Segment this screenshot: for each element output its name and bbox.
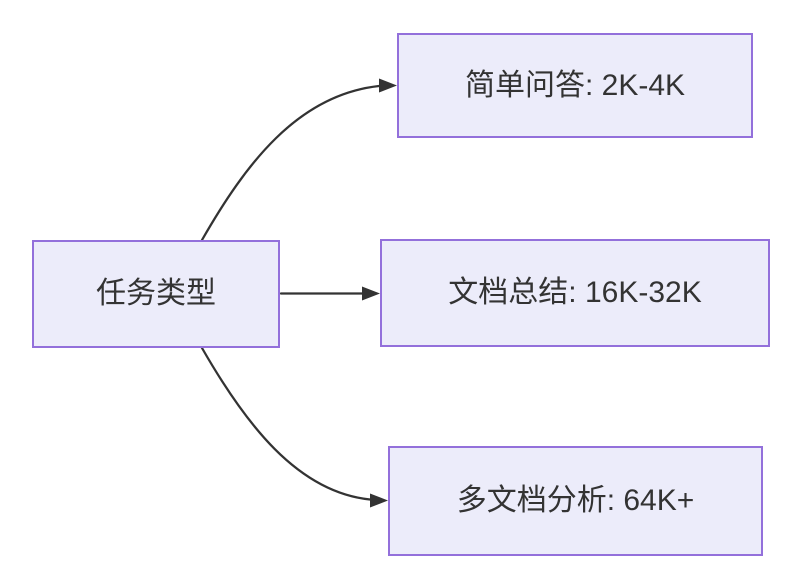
node-task-type: 任务类型 bbox=[32, 240, 280, 348]
arrowhead-simple-qa-icon bbox=[379, 78, 397, 93]
node-task-type-label: 任务类型 bbox=[96, 277, 216, 310]
node-simple-qa: 简单问答: 2K-4K bbox=[397, 33, 753, 138]
node-doc-summary-label: 文档总结: 16K-32K bbox=[448, 276, 702, 309]
node-multi-doc-label: 多文档分析: 64K+ bbox=[456, 484, 695, 517]
arrowhead-doc-summary-icon bbox=[362, 286, 380, 301]
node-multi-doc: 多文档分析: 64K+ bbox=[388, 446, 763, 556]
edge-task-type-to-simple-qa bbox=[200, 84, 381, 242]
arrowhead-multi-doc-icon bbox=[370, 493, 388, 508]
edge-task-type-to-multi-doc bbox=[200, 346, 372, 501]
node-simple-qa-label: 简单问答: 2K-4K bbox=[464, 68, 686, 102]
node-doc-summary: 文档总结: 16K-32K bbox=[380, 239, 770, 347]
